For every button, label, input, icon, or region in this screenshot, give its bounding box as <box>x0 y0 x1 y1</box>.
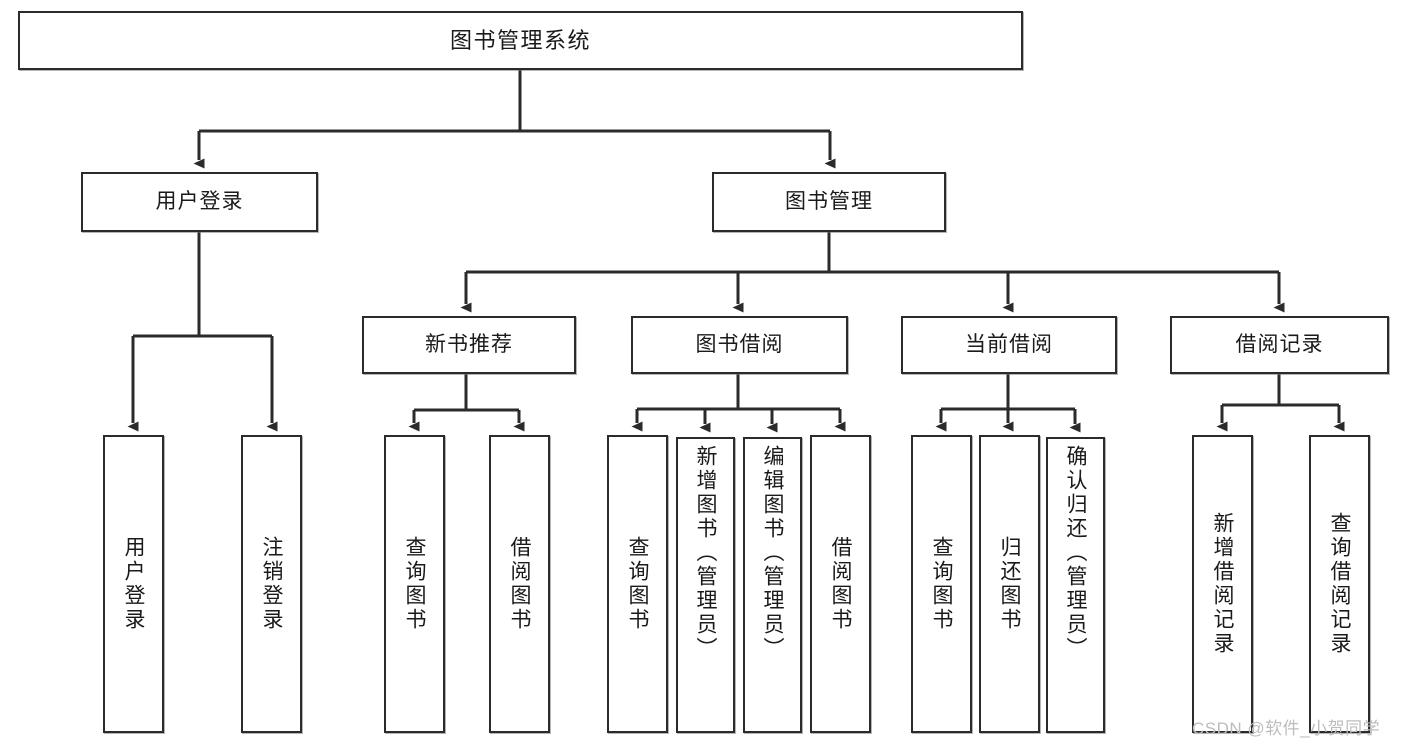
leaf-borrow-book-1-label: 借阅图书 <box>508 536 531 632</box>
node-book-borrow-label: 图书借阅 <box>695 332 784 356</box>
leaf-borrow-book-2[interactable]: 借阅图书 <box>810 435 871 733</box>
node-root-label: 图书管理系统 <box>449 27 591 53</box>
leaf-query-book-1-label: 查询图书 <box>403 536 426 632</box>
leaf-return-book[interactable]: 归还图书 <box>979 435 1040 733</box>
leaf-confirm-return[interactable]: 确认归还（管理员） <box>1046 437 1105 733</box>
node-new-book-recommend[interactable]: 新书推荐 <box>362 316 576 374</box>
node-user-login[interactable]: 用户登录 <box>81 172 318 232</box>
leaf-logout-label: 注销登录 <box>260 536 283 632</box>
leaf-add-record-label: 新增借阅记录 <box>1211 512 1234 656</box>
leaf-logout[interactable]: 注销登录 <box>241 435 302 733</box>
leaf-query-book-2-label: 查询图书 <box>626 536 649 632</box>
node-book-borrow[interactable]: 图书借阅 <box>631 316 848 374</box>
leaf-query-record[interactable]: 查询借阅记录 <box>1309 435 1370 733</box>
leaf-borrow-book-1[interactable]: 借阅图书 <box>489 435 550 733</box>
node-new-book-recommend-label: 新书推荐 <box>425 332 513 356</box>
leaf-user-login[interactable]: 用户登录 <box>103 435 164 733</box>
node-current-borrow[interactable]: 当前借阅 <box>901 316 1117 374</box>
leaf-edit-book-label: 编辑图书（管理员） <box>761 445 784 661</box>
leaf-confirm-return-label: 确认归还（管理员） <box>1064 445 1087 661</box>
node-book-manage-label: 图书管理 <box>785 189 873 213</box>
leaf-query-book-3-label: 查询图书 <box>930 536 953 632</box>
leaf-query-book-3[interactable]: 查询图书 <box>911 435 972 733</box>
leaf-query-book-2[interactable]: 查询图书 <box>607 435 668 733</box>
leaf-add-record[interactable]: 新增借阅记录 <box>1192 435 1253 733</box>
leaf-query-record-label: 查询借阅记录 <box>1328 512 1351 656</box>
leaf-user-login-label: 用户登录 <box>122 536 145 632</box>
leaf-add-book-label: 新增图书（管理员） <box>694 445 717 661</box>
node-current-borrow-label: 当前借阅 <box>965 332 1053 356</box>
leaf-add-book[interactable]: 新增图书（管理员） <box>676 437 735 733</box>
csdn-watermark: CSDN @软件_小贺同学 <box>1192 719 1381 738</box>
leaf-query-book-1[interactable]: 查询图书 <box>384 435 445 733</box>
node-user-login-label: 用户登录 <box>155 189 244 213</box>
node-borrow-record-label: 借阅记录 <box>1235 332 1324 356</box>
leaf-borrow-book-2-label: 借阅图书 <box>829 536 852 632</box>
leaf-edit-book[interactable]: 编辑图书（管理员） <box>743 437 802 733</box>
node-root[interactable]: 图书管理系统 <box>18 11 1023 70</box>
node-borrow-record[interactable]: 借阅记录 <box>1170 316 1389 374</box>
leaf-return-book-label: 归还图书 <box>998 536 1021 632</box>
node-book-manage[interactable]: 图书管理 <box>712 172 946 232</box>
